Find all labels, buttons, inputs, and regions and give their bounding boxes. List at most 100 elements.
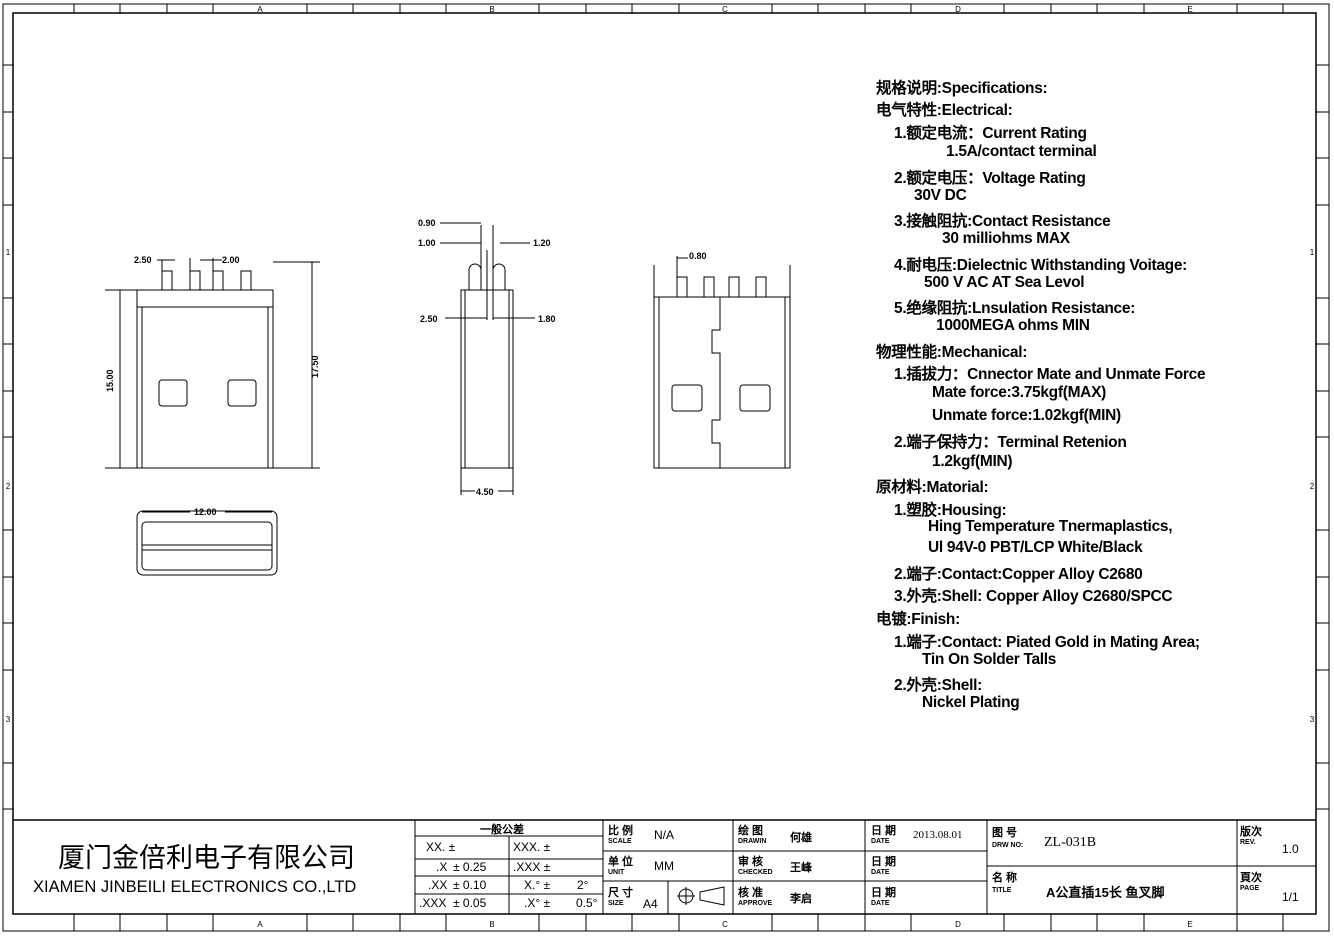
rev-label-cn: 版次: [1240, 826, 1262, 838]
company-name-en: XIAMEN JINBEILI ELECTRONICS CO.,LTD: [33, 878, 357, 896]
drawn-label-en: DRAWIN: [738, 838, 767, 845]
scale-label-cn: 比 例: [608, 825, 634, 837]
tol-dxxx2-value: ± 0.05: [453, 896, 487, 910]
company-name-cn: 厦门金倍利电子有限公司: [58, 843, 355, 873]
tol-ang2-value: 0.5°: [576, 896, 598, 910]
spec-line: 物理性能:Mechanical:: [876, 344, 1028, 361]
spec-line: 2.端子保持力：Terminal Retenion: [894, 434, 1127, 451]
dim-label: 15.00: [105, 369, 115, 392]
tol-xx: XX. ±: [426, 840, 456, 854]
tol-dxx-value: ± 0.10: [453, 878, 487, 892]
page-label-en: PAGE: [1240, 885, 1260, 892]
dim-label: 1.20: [533, 238, 551, 248]
date-value: 2013.08.01: [913, 829, 963, 841]
checked-label-cn: 审 核: [738, 856, 764, 868]
spec-line: 1.5A/contact terminal: [946, 143, 1097, 160]
dim-label: 17.50: [310, 355, 320, 378]
spec-line: 1000MEGA ohms MIN: [936, 317, 1090, 334]
part-title: A公直插15长 鱼叉脚: [1046, 885, 1165, 900]
spec-line: 5.绝缘阻抗:Lnsulation Resistance:: [894, 300, 1136, 317]
col-label: B: [489, 920, 494, 929]
checked-by: 王峰: [790, 862, 812, 874]
dim-label: 2.50: [134, 255, 152, 265]
end-view: [136, 510, 278, 576]
col-label: E: [1187, 5, 1192, 14]
spec-line: 1.额定电流：Current Rating: [894, 125, 1087, 142]
spec-line: 电镀:Finish:: [876, 611, 960, 628]
scale-label-en: SCALE: [608, 838, 632, 845]
spec-line: 原材料:Matorial:: [876, 479, 989, 496]
size-label-en: SIZE: [608, 900, 624, 907]
tol-dxx: .XX: [428, 878, 448, 892]
back-view: [653, 256, 791, 469]
dim-label: 1.80: [538, 314, 556, 324]
col-label: C: [722, 920, 728, 929]
approve-label-en: APPROVE: [738, 900, 773, 907]
approve-label-cn: 核 准: [738, 887, 764, 899]
drawing-no-label-en: DRW NO:: [992, 842, 1024, 849]
dim-label: 1.00: [418, 238, 436, 248]
spec-line: 30V DC: [914, 187, 967, 204]
spec-line: Tin On Solder Talls: [922, 651, 1057, 668]
spec-line: 30 milliohms MAX: [942, 230, 1070, 247]
spec-line: 3.接触阻抗:Contact Resistance: [894, 213, 1111, 230]
spec-line: 规格说明:Specifications:: [876, 80, 1048, 97]
title-label-cn: 名 称: [992, 872, 1018, 884]
unit-label-en: UNIT: [608, 869, 625, 876]
unit-value: MM: [654, 859, 674, 873]
dim-label: 2.50: [420, 314, 438, 324]
spec-line: Nickel Plating: [922, 694, 1020, 711]
tol-dxxx: .XXX ±: [513, 860, 551, 874]
col-label: D: [955, 5, 961, 14]
inner-border: [12, 12, 1317, 915]
tol-xxx: XXX. ±: [513, 840, 551, 854]
scale-value: N/A: [654, 828, 675, 842]
spec-line: 1.塑胶:Housing:: [894, 502, 1007, 519]
dim-label: 4.50: [476, 487, 494, 497]
col-label: C: [722, 5, 728, 14]
date-label-cn: 日 期: [871, 887, 897, 899]
spec-line: 电气特性:Electrical:: [876, 102, 1013, 119]
revision-value: 1.0: [1282, 842, 1299, 856]
size-value: A4: [643, 897, 658, 911]
date-label-cn: 日 期: [871, 825, 897, 837]
tol-dx: .X: [436, 860, 448, 874]
spec-line: 1.插拔力：Cnnector Mate and Unmate Force: [894, 366, 1206, 383]
page-value: 1/1: [1282, 890, 1299, 904]
drawn-label-cn: 绘 图: [738, 825, 764, 837]
col-label: D: [955, 920, 961, 929]
rev-label-en: REV.: [1240, 839, 1256, 846]
side-view: [440, 222, 535, 495]
date-label-en: DATE: [871, 869, 890, 876]
spec-line: 4.耐电压:Dielectnic Withstanding Voitage:: [894, 257, 1188, 274]
front-view: [105, 258, 320, 469]
tolerance-header: 一般公差: [480, 824, 524, 836]
row-label: 2: [6, 482, 11, 491]
drawing-no-label-cn: 图 号: [992, 827, 1018, 839]
title-block: [13, 819, 1316, 914]
spec-line: Unmate force:1.02kgf(MIN): [932, 407, 1121, 424]
row-label: 3: [6, 715, 11, 724]
col-label: A: [257, 5, 263, 14]
zone-ticks: [3, 4, 1329, 931]
spec-line: 2.端子:Contact:Copper Alloy C2680: [894, 566, 1143, 583]
spec-line: 1.端子:Contact: Piated Gold in Mating Area…: [894, 634, 1200, 651]
checked-label-en: CHECKED: [738, 869, 773, 876]
title-label-en: TITLE: [992, 887, 1012, 894]
tol-dxxx2: .XXX: [419, 896, 447, 910]
zone-labels: A B C D E A B C D E 1 2 3 1 2 3: [6, 5, 1315, 929]
dim-label: 0.90: [418, 218, 436, 228]
tol-ang1: X.° ±: [524, 878, 551, 892]
date-label-en: DATE: [871, 838, 890, 845]
dim-label: 2.00: [222, 255, 240, 265]
spec-line: Mate force:3.75kgf(MAX): [932, 384, 1106, 401]
page-label-cn: 頁次: [1240, 872, 1262, 884]
spec-line: 2.额定电压：Voltage Rating: [894, 170, 1086, 187]
row-label: 3: [1310, 715, 1315, 724]
row-label: 1: [1310, 248, 1315, 257]
outer-border: [2, 3, 1330, 932]
col-label: E: [1187, 920, 1192, 929]
spec-line: 500 V AC AT Sea Levol: [924, 274, 1085, 291]
dim-label: 12.00: [194, 507, 217, 517]
